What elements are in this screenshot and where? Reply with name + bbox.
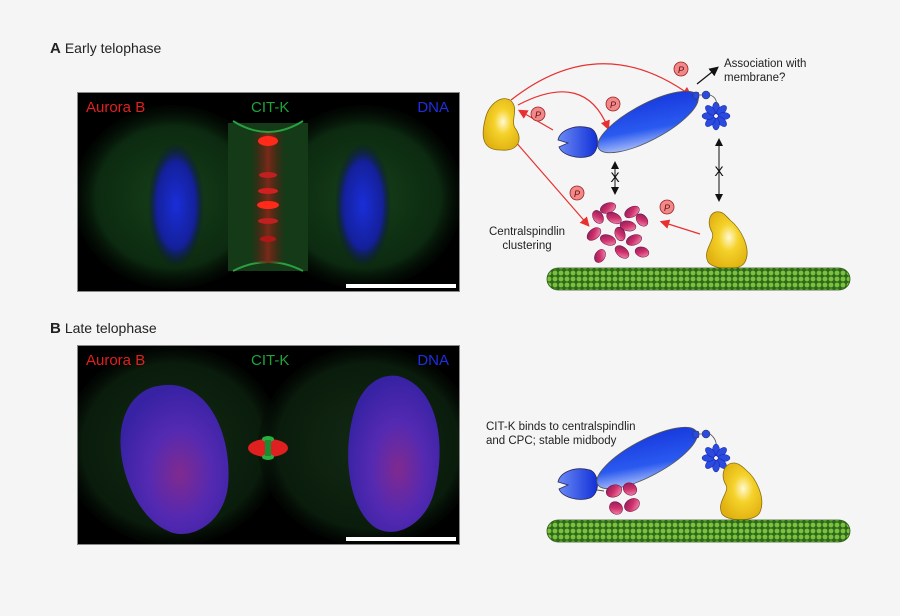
centralspindlin-clustering-label: Centralspindlin clustering <box>489 226 566 252</box>
channel-label-cit-k: CIT-K <box>251 352 290 369</box>
phospho-marker: P P P P P <box>530 61 689 215</box>
scale-bar <box>346 537 456 541</box>
block-marker: X <box>714 163 724 179</box>
block-marker: X <box>610 169 620 185</box>
channel-label-cit-k: CIT-K <box>251 99 290 116</box>
centralspindlin-cluster <box>586 202 650 263</box>
channel-label-dna: DNA <box>417 352 449 369</box>
channel-label-aurora-b: Aurora B <box>86 99 146 116</box>
late-telophase-image <box>78 346 459 544</box>
panel-a-title-text: Early telophase <box>64 40 162 56</box>
panel-a-schematic: P P P P P X X <box>482 61 851 291</box>
svg-text:P: P <box>535 110 541 120</box>
panel-b-schematic <box>546 426 851 543</box>
centralspindlin <box>605 482 640 515</box>
panel-a-micrograph: Aurora B CIT-K DNA <box>77 92 460 292</box>
channel-label-dna: DNA <box>417 99 449 116</box>
scale-bar <box>346 284 456 288</box>
channel-label-aurora-b: Aurora B <box>86 352 146 369</box>
svg-text:P: P <box>574 189 580 199</box>
svg-text:P: P <box>678 65 684 75</box>
panel-b-title-text: Late telophase <box>64 320 157 336</box>
membrane-label: Association with membrane? <box>724 58 807 84</box>
panel-b-letter: B <box>50 320 61 337</box>
panel-b-micrograph: Aurora B CIT-K DNA <box>77 345 460 545</box>
late-telophase-caption: CIT-K binds to centralspindlin and CPC; … <box>486 421 636 447</box>
early-telophase-image <box>78 105 459 289</box>
svg-text:P: P <box>610 100 616 110</box>
panel-a-letter: A <box>50 40 61 57</box>
svg-text:P: P <box>664 203 670 213</box>
